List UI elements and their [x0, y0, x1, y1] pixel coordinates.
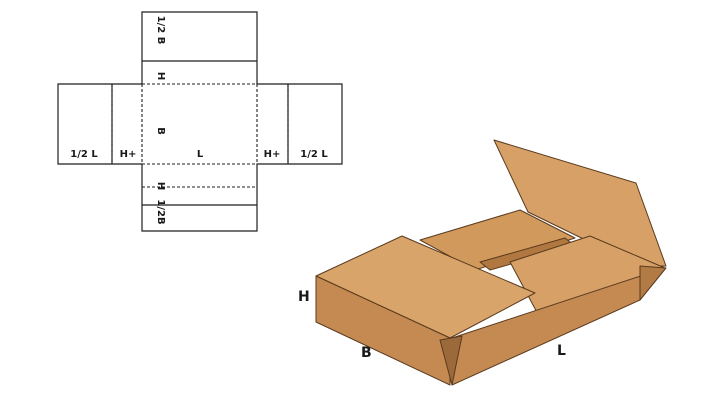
box-label-height: H [298, 289, 310, 305]
net-label-bottom-flap: 1/2B [155, 199, 166, 224]
net-label-top-height: H [155, 72, 166, 80]
net-label-right-height: H+ [264, 149, 281, 160]
net-outline [57, 11, 343, 232]
net-label-bottom-height: H [155, 182, 166, 190]
flat-net: 1/2 B H B H 1/2B 1/2 L H+ L H+ 1/2 L [57, 11, 343, 232]
box-corner-wedge [439, 335, 463, 386]
box-label-length: L [557, 343, 566, 359]
net-label-top-flap: 1/2 B [155, 16, 166, 45]
box-left-side [315, 275, 451, 386]
net-label-left-height: H+ [120, 149, 137, 160]
net-label-center-width: B [155, 127, 166, 135]
folded-box: H B L [298, 139, 667, 386]
box-label-width: B [361, 345, 372, 361]
net-label-left-end: 1/2 L [70, 149, 98, 160]
net-label-right-end: 1/2 L [300, 149, 328, 160]
net-label-center-length: L [197, 149, 204, 160]
box-right-end [639, 265, 667, 301]
